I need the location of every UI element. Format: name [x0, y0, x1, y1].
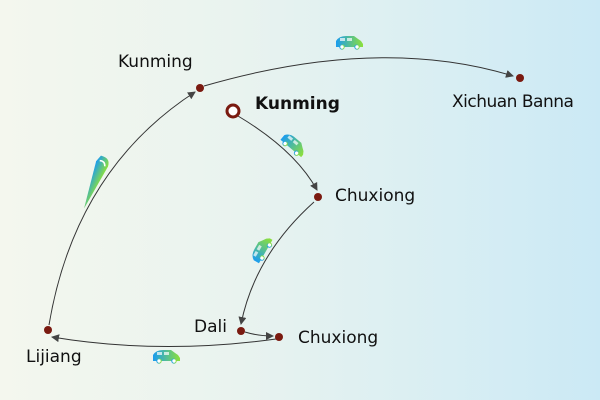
stop-label-chuxiong-2: Chuxiong [298, 328, 379, 348]
leg-kunming-chuxiong [237, 115, 318, 191]
stop-label-chuxiong: Chuxiong [335, 186, 416, 206]
leg-chuxiong-dali [238, 201, 315, 325]
leg-kunming-xichuan [203, 57, 514, 87]
start-label: Kunming [255, 94, 340, 114]
stop-label-lijiang: Lijiang [26, 347, 82, 367]
car-icon [248, 233, 275, 265]
node-chuxiong-2 [275, 333, 283, 341]
car-icon [335, 35, 364, 50]
stop-label-dali: Dali [194, 317, 227, 337]
leg-chuxiong-lijiang [51, 334, 277, 347]
leg-dali-chuxiong [244, 331, 274, 340]
car-icon [278, 130, 309, 160]
node-xichuan-banna [516, 74, 524, 82]
node-kunming-2 [196, 84, 204, 92]
train-icon [84, 155, 109, 209]
stop-label-kunming: Kunming [118, 52, 193, 72]
node-dali [237, 327, 245, 335]
start-node [225, 103, 241, 119]
car-icon [152, 349, 181, 364]
node-lijiang [44, 326, 52, 334]
leg-lijiang-kunming [48, 91, 196, 326]
node-chuxiong [314, 193, 322, 201]
stop-label-xichuan-banna: Xichuan Banna [452, 92, 574, 112]
